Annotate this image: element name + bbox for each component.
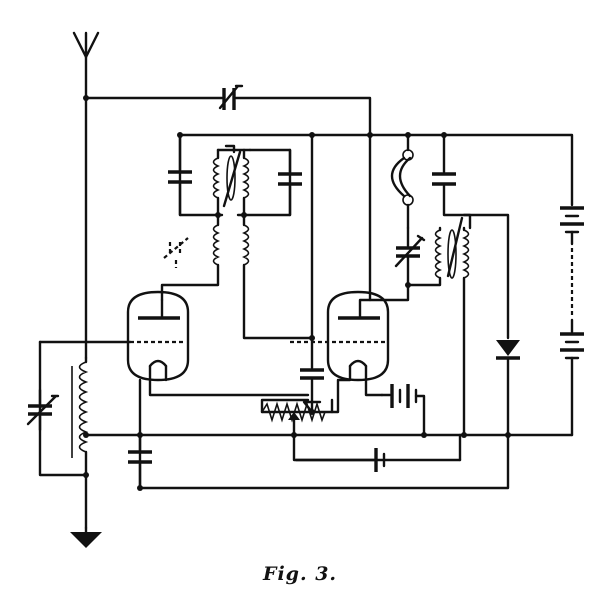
plate-battery: [560, 208, 584, 435]
antenna-variable-capacitor: [28, 390, 58, 430]
right-triode-tube: [290, 135, 388, 380]
variable-coupling-capacitor: [220, 86, 242, 110]
antenna-lead: [86, 57, 370, 358]
regeneration-variable-capacitor: [396, 228, 424, 285]
left-triode-tube: [128, 292, 188, 380]
cathode-bypass-capacitor: [86, 435, 572, 488]
filament-rheostat: [262, 400, 460, 460]
dashed-variable-capacitor: [164, 238, 188, 268]
headphones: [392, 135, 413, 228]
crystal-detector-diode: [496, 340, 520, 358]
grid-bias-battery: [296, 448, 384, 472]
junction-dots: [83, 95, 511, 491]
regeneration-transformer: [370, 218, 469, 435]
antenna-tuning-coil: [72, 358, 86, 528]
left-tube-grid-lead: [40, 342, 130, 475]
right-coil-feed: [460, 215, 508, 460]
top-supply-rail: [180, 135, 572, 215]
phone-bypass-capacitor: [432, 135, 470, 228]
antenna-symbol: [74, 33, 98, 57]
rf-transformer-upper: [214, 146, 251, 215]
figure-caption: Fig. 3.: [262, 563, 338, 585]
filament-battery: [382, 384, 424, 435]
right-tube-filament-leads: [262, 366, 382, 412]
mid-coupling-capacitor: [300, 338, 324, 412]
upper-trimmer-capacitor: [278, 150, 302, 215]
ground-symbol: [70, 528, 102, 548]
input-tuning-capacitor: [168, 135, 192, 215]
